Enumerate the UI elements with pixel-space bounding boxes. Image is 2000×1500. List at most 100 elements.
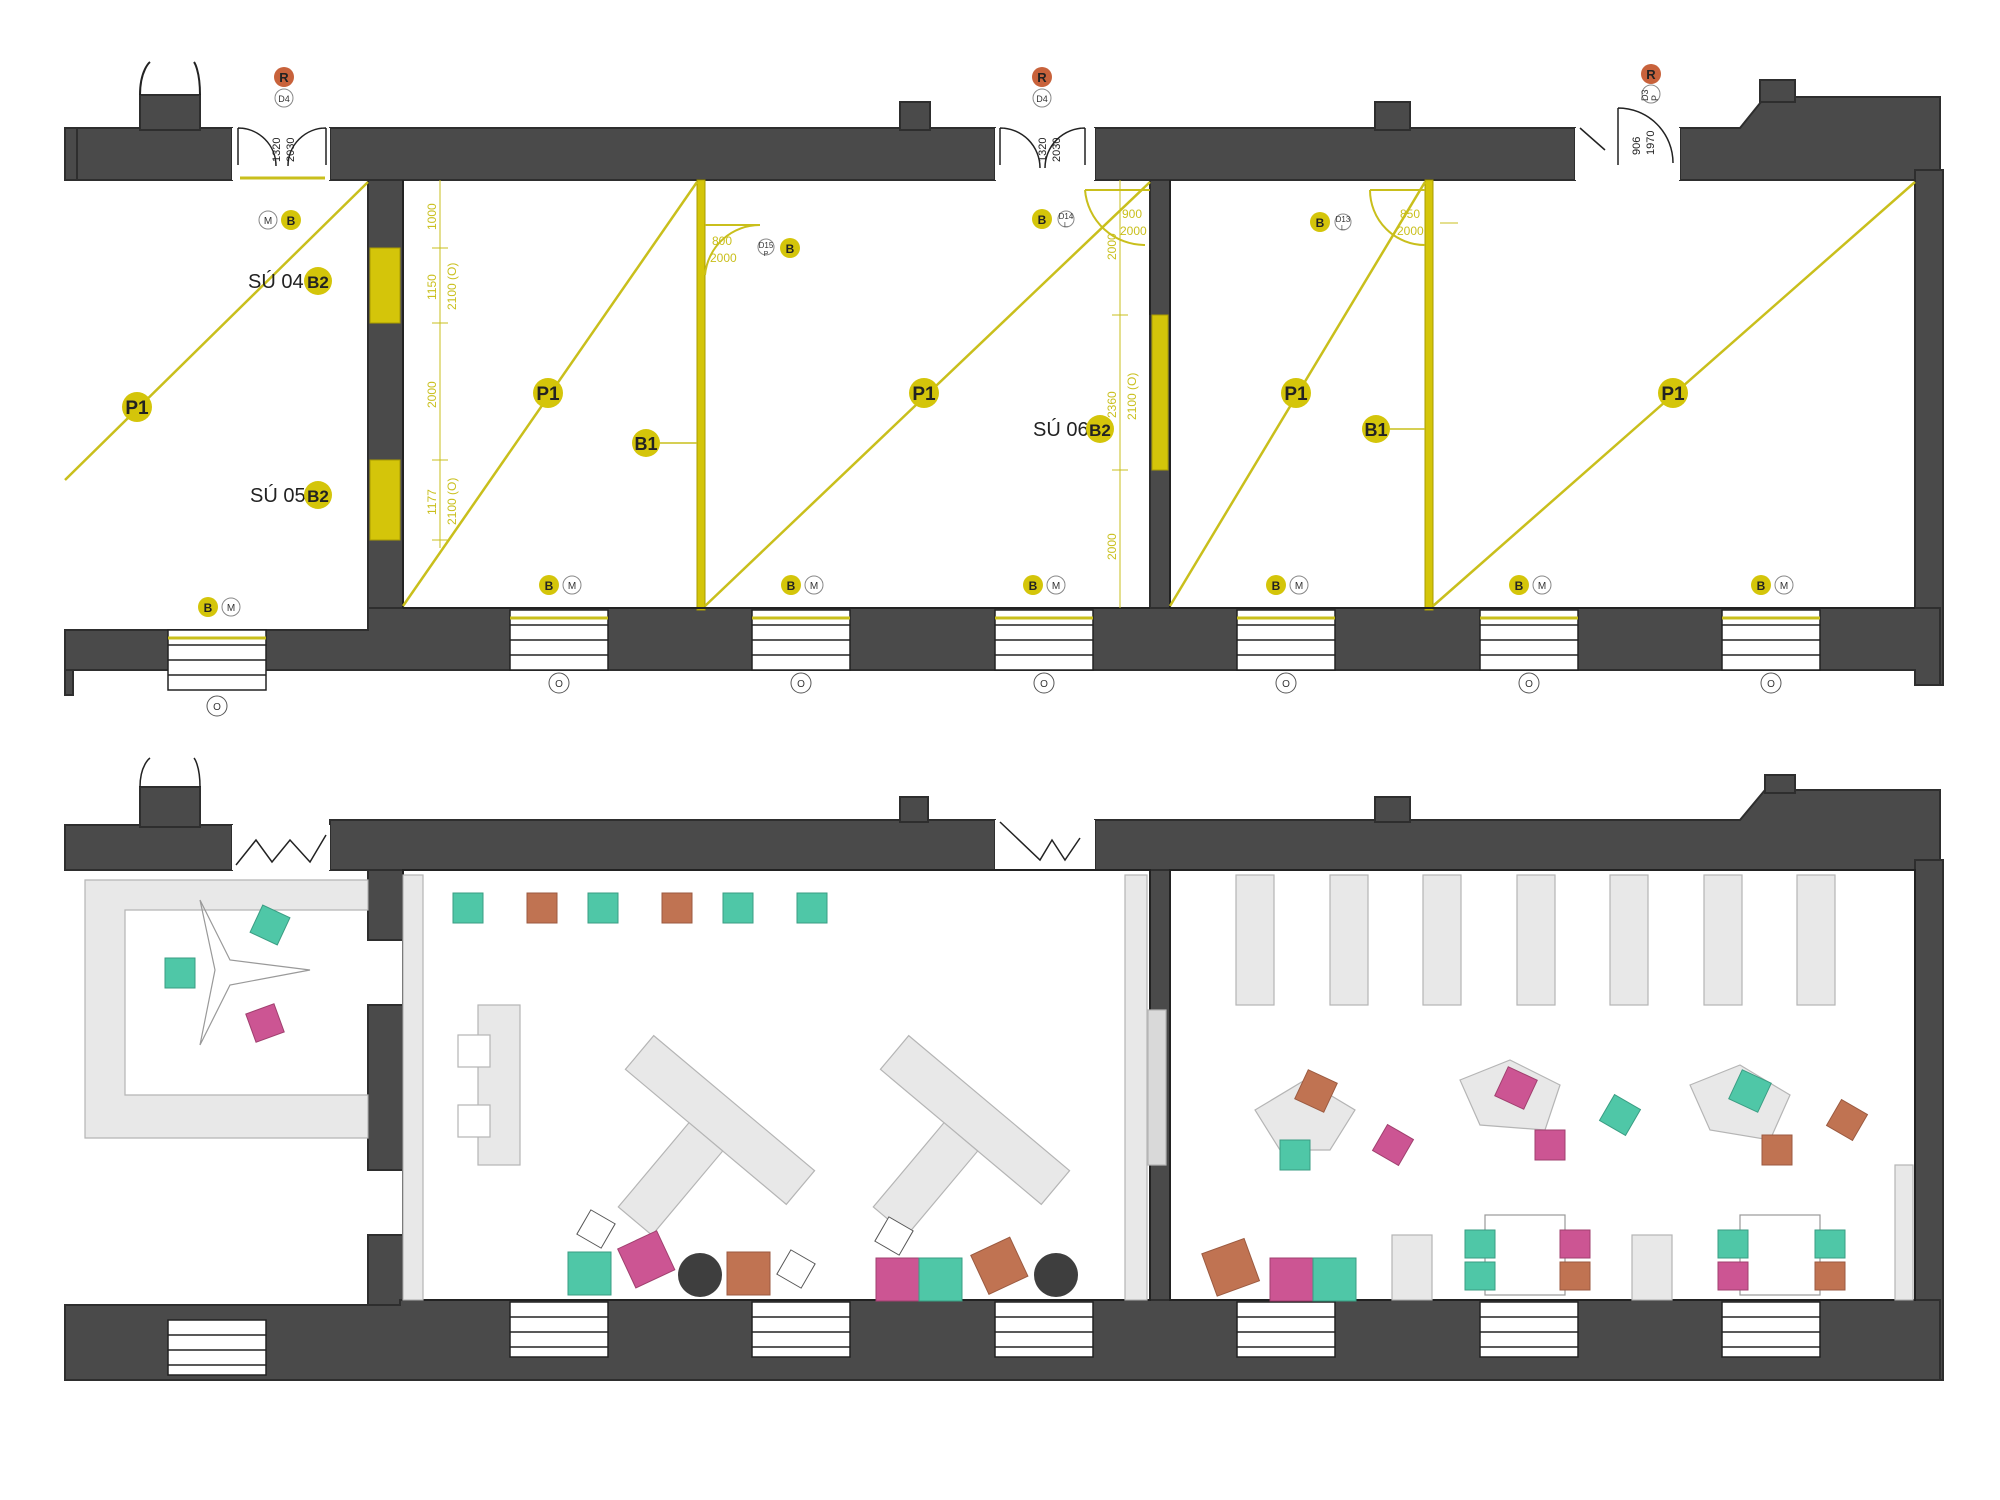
- stool: [457, 1034, 491, 1068]
- bottom-doors: [139, 757, 1095, 870]
- seat-mint: [1717, 1229, 1749, 1259]
- dim-906: 906: [1631, 137, 1643, 155]
- shelf-7: [1796, 874, 1836, 1006]
- seat-mint: [587, 892, 619, 924]
- interior-door-swings: [704, 189, 1426, 276]
- p1-tags: P1 P1 P1 P1 P1: [122, 378, 1688, 422]
- b2-tag-su05: B2: [307, 487, 329, 506]
- shelf-6: [1703, 874, 1743, 1006]
- b-tag-d13-text: B: [1316, 216, 1325, 230]
- o-tag-labels: O O O O O O O: [213, 679, 1775, 713]
- su-04-text: SÚ 04: [248, 270, 304, 293]
- b1-tag-1: B1: [634, 434, 657, 454]
- door-tag-d14: B D14 L: [1032, 209, 1075, 229]
- seat-rust: [726, 1251, 771, 1296]
- b-tag-w7: B: [1757, 579, 1766, 593]
- seat-mint: [567, 1251, 612, 1296]
- shelf-1: [1235, 874, 1275, 1006]
- b1-tags: B1 B1: [632, 415, 1425, 457]
- top-doors: [232, 107, 1680, 180]
- seat-magenta: [1269, 1257, 1314, 1302]
- bottom-windows: [167, 1301, 1821, 1376]
- reception-bench: [477, 1004, 521, 1166]
- dim-2000-1: 2000: [425, 381, 439, 408]
- bm-window-3: B M: [781, 575, 824, 595]
- lobby-counter: [84, 879, 369, 1139]
- b-tag-w3: B: [787, 579, 796, 593]
- plant: [678, 1253, 722, 1297]
- stool: [457, 1104, 491, 1138]
- o-tag-3: O: [797, 679, 805, 690]
- r-tag-1: R D4: [274, 67, 294, 108]
- p1-tag-2: P1: [536, 384, 560, 405]
- window-bm-tags: B M B M B M B M B M B M: [198, 575, 1794, 617]
- seat-rust: [1294, 1069, 1338, 1113]
- m-tag-w1: M: [227, 603, 235, 614]
- window-sill-marks: [168, 176, 1820, 640]
- door-tag-d15: D15 P B: [757, 238, 800, 258]
- o-tag-4: O: [1040, 679, 1048, 690]
- seat-mint: [1598, 1093, 1642, 1137]
- seat-rust: [1825, 1098, 1869, 1142]
- low-shelf-2: [1631, 1234, 1673, 1301]
- l-code-d13: L: [1341, 225, 1345, 232]
- bottom-furniture: [84, 874, 1914, 1301]
- d14-code: D14: [1059, 212, 1074, 221]
- seat-magenta: [1717, 1261, 1749, 1291]
- r-tags: R D4 R D4 R D3 P: [274, 64, 1661, 108]
- door-dimension-labels: 1320 2030 1320 2030 906 1970: [271, 131, 1657, 162]
- dim-2360: 2360: [1105, 391, 1119, 418]
- dimension-labels: 1000 1150 2100 (O) 2000 1177 2100 (O) 23…: [425, 203, 1424, 560]
- su-04-label: SÚ 04 B2: [248, 267, 332, 295]
- bm-window-7: B M: [1751, 575, 1794, 595]
- dim-800: 800: [712, 234, 732, 248]
- o-tag-5: O: [1282, 679, 1290, 690]
- seat-rust: [1559, 1261, 1591, 1291]
- dim-2100-o-2: 2100 (O): [445, 478, 459, 525]
- seat-mint: [1279, 1139, 1311, 1171]
- bottom-floor-plan: [64, 757, 1944, 1381]
- seat-mint: [722, 892, 754, 924]
- p1-tag-5: P1: [1661, 384, 1685, 405]
- shelf-3: [1422, 874, 1462, 1006]
- m-tag-w4: M: [1052, 581, 1060, 592]
- table-right-1: [1484, 1214, 1566, 1296]
- dim-2030-a: 2030: [285, 138, 297, 162]
- b1-tag-2: B1: [1364, 420, 1387, 440]
- floor-finish-diagonals: [64, 181, 1916, 607]
- bm-window-2: B M: [539, 575, 582, 595]
- dim-1000: 1000: [425, 203, 439, 230]
- su-05-label: SÚ 05 B2: [250, 481, 332, 509]
- seat-mint: [1464, 1261, 1496, 1291]
- r-tag-3: R D3 P: [1640, 64, 1661, 104]
- seat-rust: [661, 892, 693, 924]
- wall-shelf-left: [402, 874, 424, 1301]
- r-tag-2-text: R: [1037, 70, 1047, 85]
- su-05-text: SÚ 05: [250, 484, 306, 507]
- b-tag-d15-text: B: [786, 242, 795, 256]
- low-shelf-1: [1391, 1234, 1433, 1301]
- dim-2000-6: 2000: [1397, 224, 1424, 238]
- b-tag-w4: B: [1029, 579, 1038, 593]
- dim-900: 900: [1122, 207, 1142, 221]
- dim-1320-b: 1320: [1037, 138, 1049, 162]
- colored-seats: [164, 892, 1869, 1302]
- b2-tag-su06: B2: [1089, 421, 1111, 440]
- table-right-2: [1739, 1214, 1821, 1296]
- o-tag-6: O: [1525, 679, 1533, 690]
- dimension-lines: [432, 180, 1458, 608]
- o-tag-1: O: [213, 702, 221, 713]
- t-table-2: [872, 1034, 1071, 1237]
- seat-rust: [1814, 1261, 1846, 1291]
- dim-1320-a: 1320: [271, 138, 283, 162]
- p1-tag-1: P1: [125, 398, 149, 419]
- su-06-label: SÚ 06 B2: [1033, 415, 1114, 443]
- seat-magenta: [875, 1257, 920, 1302]
- seat-mint: [1728, 1069, 1772, 1113]
- m-tag-w6: M: [1538, 581, 1546, 592]
- m-tag-w3: M: [810, 581, 818, 592]
- seat-magenta: [1534, 1129, 1566, 1161]
- dim-2030-b: 2030: [1051, 138, 1063, 162]
- seat-mint: [918, 1257, 963, 1302]
